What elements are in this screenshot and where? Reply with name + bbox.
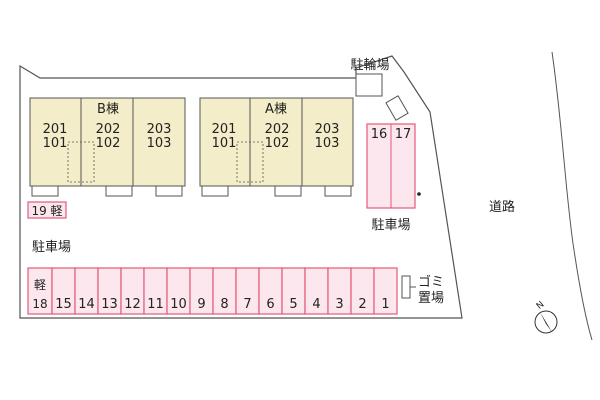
parking-space-10-label: 10 bbox=[170, 297, 187, 312]
building-b-name: B棟 bbox=[97, 102, 119, 117]
parking-space-6-label: 6 bbox=[266, 297, 274, 312]
unit-a-102: 102 bbox=[265, 136, 290, 151]
parking-space-17: 17 bbox=[395, 127, 412, 142]
bike-shed-2 bbox=[385, 95, 409, 121]
parking-space-14-label: 14 bbox=[78, 297, 95, 312]
building-a-step-1 bbox=[201, 185, 229, 197]
unit-b-203: 203 bbox=[147, 122, 172, 137]
north-label: N bbox=[535, 300, 547, 312]
parking-space-18-label: 18 bbox=[32, 297, 47, 311]
unit-b-103: 103 bbox=[147, 136, 172, 151]
parking-space-3-label: 3 bbox=[335, 297, 343, 312]
unit-b-202: 202 bbox=[96, 122, 121, 137]
parking-space-16: 16 bbox=[371, 127, 388, 142]
building-a-step-3 bbox=[324, 185, 352, 197]
unit-a-103: 103 bbox=[315, 136, 340, 151]
north-arrow-icon bbox=[540, 312, 552, 332]
unit-a-203: 203 bbox=[315, 122, 340, 137]
parking-space-1 bbox=[373, 267, 398, 315]
parking-space-18 bbox=[27, 267, 53, 315]
unit-b-101: 101 bbox=[43, 136, 68, 151]
building-a-stair bbox=[236, 141, 264, 183]
building-b-stair bbox=[67, 141, 95, 183]
unit-b-102: 102 bbox=[96, 136, 121, 151]
parking-space-4-label: 4 bbox=[312, 297, 320, 312]
garbage-box bbox=[401, 275, 411, 299]
building-b-step-2 bbox=[105, 185, 133, 197]
building-a-body bbox=[199, 97, 354, 187]
kei-label: 軽 bbox=[34, 278, 46, 292]
parking-space-8-label: 8 bbox=[220, 297, 228, 312]
parking-space-5-label: 5 bbox=[289, 297, 297, 312]
building-a-name: A棟 bbox=[265, 102, 287, 117]
garbage-label-line-1: ゴミ bbox=[418, 274, 444, 290]
parking-space-19-label: 19 軽 bbox=[31, 204, 62, 218]
unit-b-201: 201 bbox=[43, 122, 68, 137]
road-edge bbox=[551, 51, 593, 341]
parking-space-1-label: 1 bbox=[381, 297, 389, 312]
parking-space-2-label: 2 bbox=[358, 297, 366, 312]
unit-a-202: 202 bbox=[265, 122, 290, 137]
garbage-label-line-2: 置場 bbox=[418, 291, 444, 306]
building-b-step-1 bbox=[31, 185, 59, 197]
parking-space-19 bbox=[27, 201, 67, 219]
road-label: 道路 bbox=[489, 199, 515, 215]
parking-space-7-label: 7 bbox=[243, 297, 251, 312]
bike-parking-label: 駐輪場 bbox=[350, 57, 389, 73]
parking-space-13-label: 13 bbox=[101, 297, 118, 312]
building-b-step-3 bbox=[155, 185, 183, 197]
parking-space-11-label: 11 bbox=[147, 297, 164, 312]
building-a: A棟 201 101 202 102 203 103 bbox=[199, 97, 354, 197]
building-b-body bbox=[29, 97, 186, 187]
compass: N bbox=[534, 300, 558, 334]
building-a-step-2 bbox=[274, 185, 302, 197]
parking-label-right: 駐車場 bbox=[371, 218, 410, 233]
parking-label-left: 駐車場 bbox=[32, 240, 71, 255]
parking-space-12-label: 12 bbox=[124, 297, 141, 312]
parking-space-15-label: 15 bbox=[55, 297, 72, 312]
unit-a-101: 101 bbox=[212, 136, 237, 151]
marker-dot bbox=[417, 192, 421, 196]
parking-space-9-label: 9 bbox=[197, 297, 205, 312]
bike-shed-1 bbox=[355, 73, 383, 97]
unit-a-201: 201 bbox=[212, 122, 237, 137]
building-b: B棟 201 101 202 102 203 103 bbox=[29, 97, 186, 197]
